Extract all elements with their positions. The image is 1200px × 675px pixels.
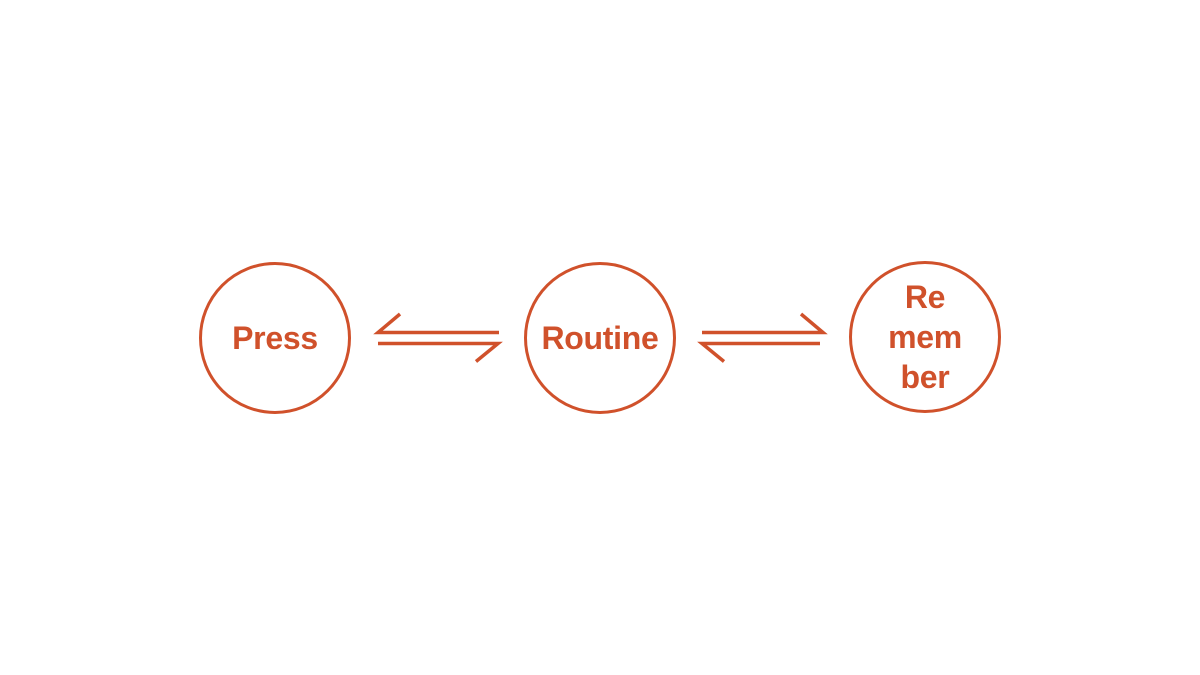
equilibrium-arrow-icon — [373, 312, 503, 363]
node-press-label: Press — [232, 320, 318, 356]
node-routine: Routine — [524, 262, 676, 414]
node-remember: Re mem ber — [849, 261, 1001, 413]
harpoon-right-icon — [378, 341, 503, 363]
node-press: Press — [199, 262, 351, 414]
harpoon-left-icon — [373, 312, 499, 335]
node-remember-label: Re mem ber — [888, 277, 962, 397]
node-remember-line-2: mem — [888, 319, 962, 355]
equilibrium-arrow-icon — [697, 312, 828, 363]
node-routine-label: Routine — [541, 320, 659, 356]
node-remember-line-3: ber — [900, 359, 950, 395]
harpoon-right-icon — [702, 312, 828, 335]
node-remember-line-1: Re — [904, 279, 946, 315]
harpoon-left-icon — [697, 341, 820, 363]
